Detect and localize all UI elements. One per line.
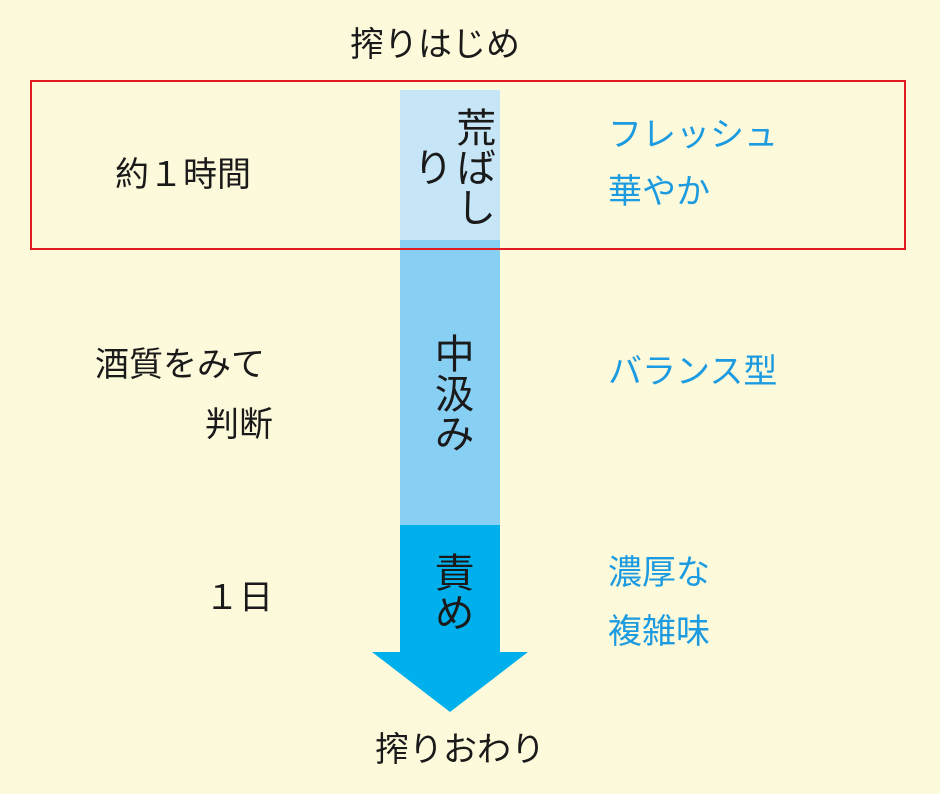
stage-arabashiri-bar: [400, 90, 500, 240]
duration-seme: １日: [205, 578, 273, 618]
stage-name-seme: 責め: [400, 552, 500, 632]
character-arabashiri-2: 華やか: [608, 172, 710, 212]
character-nakagumi: バランス型: [608, 352, 778, 392]
stage-name-nakagumi: 中汲み: [400, 333, 500, 453]
duration-arabashiri: 約１時間: [115, 155, 251, 195]
end-label: 搾りおわり: [375, 730, 545, 770]
start-label: 搾りはじめ: [350, 25, 520, 65]
highlight-frame: [30, 80, 906, 250]
duration-nakagumi-line1: 酒質をみて: [95, 345, 265, 385]
stage-seme-bar: [400, 525, 500, 653]
character-seme-2: 複雑味: [608, 612, 710, 652]
stage-name-text: 荒ばしり: [406, 106, 496, 227]
character-arabashiri-1: フレッシュ: [608, 115, 778, 155]
character-seme-1: 濃厚な: [608, 553, 710, 593]
stage-nakagumi-bar: [400, 240, 500, 525]
duration-nakagumi-line2: 判断: [205, 405, 273, 445]
stage-name-arabashiri: 荒ばしり: [400, 94, 500, 239]
stage-name-text: 中汲み: [427, 333, 474, 453]
stage-name-text: 責め: [427, 552, 474, 632]
